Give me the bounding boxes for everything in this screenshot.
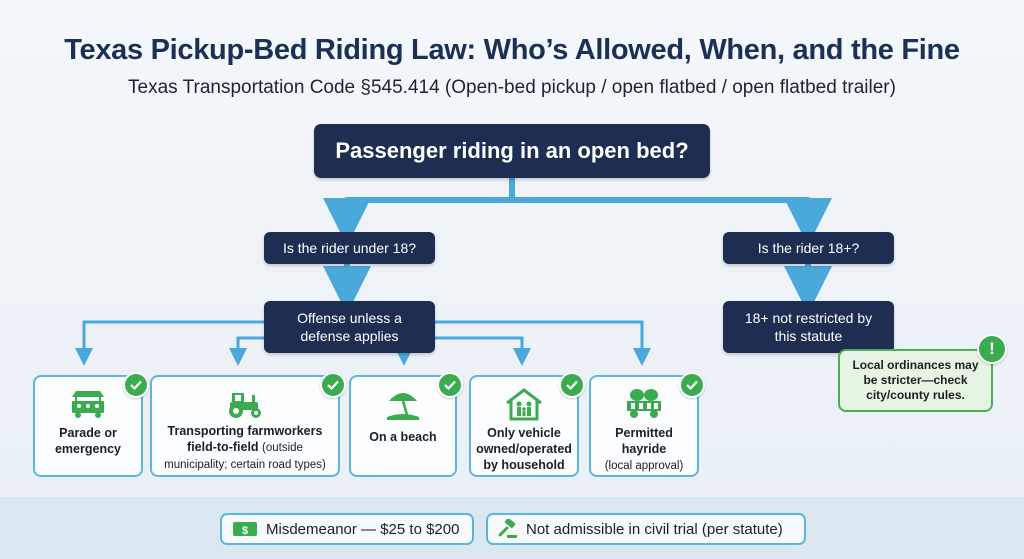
page-title: Texas Pickup-Bed Riding Law: Who’s Allow… (64, 34, 960, 66)
adult-question: Is the rider 18+? (723, 232, 894, 264)
penalty-pill: $ Misdemeanor — $25 to $200 (220, 513, 474, 545)
check-icon (320, 372, 346, 398)
dollar-bill-icon: $ (232, 520, 258, 538)
offense-line1: Offense unless a (297, 310, 402, 326)
defense-label: Permitted hayride (local approval) (595, 425, 693, 474)
defense-card-hayride: Permitted hayride (local approval) (589, 372, 705, 477)
exclamation-icon: ! (977, 334, 1007, 364)
hay-wagon-icon (591, 387, 697, 421)
check-icon (437, 372, 463, 398)
adult-line2: this statute (774, 328, 843, 344)
penalty-text: Misdemeanor — $25 to $200 (266, 520, 460, 538)
under18-question: Is the rider under 18? (264, 232, 435, 264)
defense-card-beach: On a beach (349, 372, 463, 477)
check-icon (123, 372, 149, 398)
defense-note: (outside municipality; certain road type… (164, 442, 326, 471)
check-icon (679, 372, 705, 398)
defense-label: On a beach (369, 430, 437, 444)
defense-card-household: Only vehicle owned/operated by household (469, 372, 585, 477)
gavel-icon (498, 519, 518, 539)
root-question: Passenger riding in an open bed? (314, 124, 710, 178)
tractor-icon (152, 387, 338, 421)
defense-card-farmworkers: Transporting farmworkers field-to-field … (150, 372, 346, 477)
offense-box: Offense unless a defense applies (264, 301, 435, 353)
family-house-icon (471, 387, 577, 421)
defense-bold: Permitted hayride (615, 426, 673, 456)
check-icon (559, 372, 585, 398)
defense-bold: Transporting farmworkers field-to-field (167, 424, 323, 454)
civil-pill: Not admissible in civil trial (per statu… (486, 513, 806, 545)
defense-note: (local approval) (604, 460, 684, 472)
civil-text: Not admissible in civil trial (per statu… (526, 520, 783, 538)
defense-label: Transporting farmworkers field-to-field … (156, 423, 334, 473)
page-subtitle: Texas Transportation Code §545.414 (Open… (128, 77, 896, 98)
beach-umbrella-icon (351, 387, 455, 421)
parade-float-icon (35, 387, 141, 421)
local-ordinance-note: Local ordinances may be stricter—check c… (838, 349, 993, 412)
defense-label: Only vehicle owned/operated by household (476, 426, 572, 472)
svg-text:$: $ (242, 525, 248, 537)
adult-line1: 18+ not restricted by (744, 310, 873, 326)
adult-result-box: 18+ not restricted by this statute (723, 301, 894, 353)
defense-label: Parade or emergency (54, 426, 121, 456)
offense-line2: defense applies (300, 328, 399, 344)
defense-card-parade: Parade or emergency (33, 372, 149, 477)
